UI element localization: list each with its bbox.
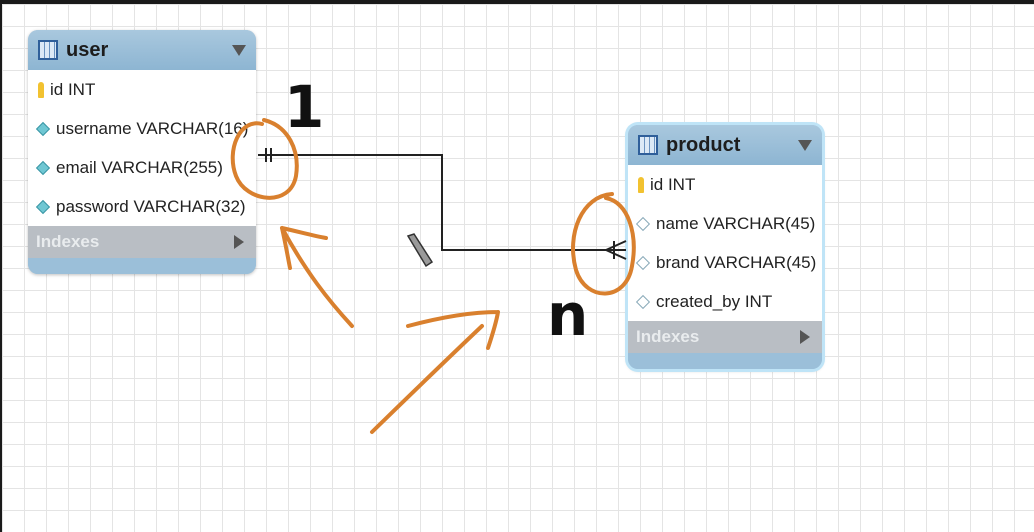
column-row[interactable]: name VARCHAR(45) (628, 204, 822, 243)
column-row[interactable]: username VARCHAR(16) (28, 109, 256, 148)
column-row[interactable]: id INT (28, 70, 256, 109)
column-label: created_by INT (656, 291, 773, 311)
key-icon (638, 176, 644, 193)
table-header[interactable]: product (628, 125, 822, 165)
table-columns: id INT username VARCHAR(16) email VARCHA… (28, 70, 256, 226)
column-row[interactable]: email VARCHAR(255) (28, 148, 256, 187)
table-columns: id INT name VARCHAR(45) brand VARCHAR(45… (628, 165, 822, 321)
chevron-right-icon[interactable] (234, 235, 244, 249)
column-row[interactable]: created_by INT (628, 282, 822, 321)
indexes-section[interactable]: Indexes (628, 321, 822, 353)
window-left-border (0, 0, 2, 532)
many-label: n (547, 281, 589, 349)
column-label: username VARCHAR(16) (56, 118, 249, 138)
column-row[interactable]: id INT (628, 165, 822, 204)
column-label: email VARCHAR(255) (56, 157, 223, 177)
column-label: brand VARCHAR(45) (656, 252, 817, 272)
column-label: password VARCHAR(32) (56, 196, 246, 216)
chevron-down-icon[interactable] (232, 44, 246, 56)
column-label: id INT (50, 79, 96, 99)
table-title: product (666, 133, 741, 156)
chevron-right-icon[interactable] (800, 330, 810, 344)
annotation-arrow-one (280, 226, 354, 328)
table-title: user (66, 38, 109, 61)
table-header[interactable]: user (28, 30, 256, 70)
chevron-down-icon[interactable] (798, 139, 812, 151)
indexes-section[interactable]: Indexes (28, 226, 256, 258)
annotation-circle-one (230, 118, 299, 200)
indexes-label: Indexes (636, 327, 700, 346)
window-top-border (0, 0, 1034, 4)
table-icon (638, 135, 658, 155)
column-row[interactable]: password VARCHAR(32) (28, 187, 256, 226)
table-user[interactable]: user id INT username VARCHAR(16) email V… (28, 30, 256, 274)
annotation-arrow-many (370, 310, 500, 434)
column-row[interactable]: brand VARCHAR(45) (628, 243, 822, 282)
cursor-icon (406, 233, 434, 268)
key-icon (38, 81, 44, 98)
table-footer (628, 353, 822, 369)
column-label: id INT (650, 174, 696, 194)
table-product[interactable]: product id INT name VARCHAR(45) brand VA… (628, 125, 822, 369)
table-footer (28, 258, 256, 274)
one-label: 1 (284, 73, 325, 141)
column-label: name VARCHAR(45) (656, 213, 816, 233)
table-icon (38, 40, 58, 60)
annotation-circle-many (571, 192, 636, 296)
relationship-line[interactable] (258, 148, 627, 260)
annotation-marks (230, 118, 636, 434)
indexes-label: Indexes (36, 232, 100, 251)
